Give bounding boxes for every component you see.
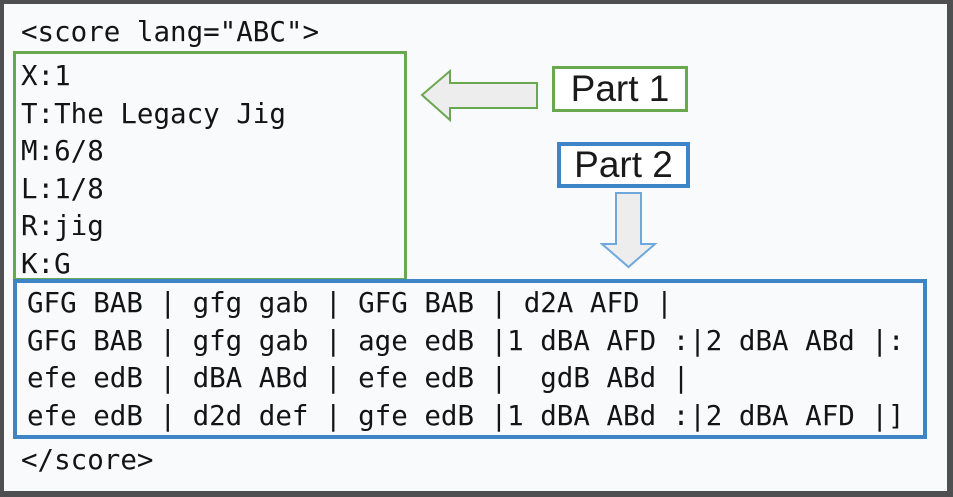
abc-header-line: T:The Legacy Jig	[21, 97, 286, 130]
score-close-tag: </score>	[21, 444, 154, 476]
part2-body-box	[13, 279, 927, 439]
abc-header-line: L:1/8	[21, 172, 104, 205]
abc-body-line: efe edB | d2d def | gfe edB |1 dBA ABd :…	[27, 399, 905, 432]
abc-body-block: GFG BAB | gfg gab | GFG BAB | d2A AFD | …	[27, 285, 905, 435]
part2-label: Part 2	[557, 142, 690, 188]
score-open-tag: <score lang="ABC">	[21, 16, 320, 48]
part1-label: Part 1	[552, 66, 688, 112]
abc-body-line: efe edB | dBA ABd | efe edB | gdB ABd |	[27, 362, 690, 394]
abc-header-line: X:1	[21, 60, 71, 92]
abc-header-block: X:1 T:The Legacy Jig M:6/8 L:1/8 R:jig K…	[21, 58, 286, 283]
abc-header-line: K:G	[21, 247, 71, 280]
abc-body-line: GFG BAB | gfg gab | GFG BAB | d2A AFD |	[27, 287, 673, 319]
left-arrow-icon	[420, 68, 538, 123]
down-arrow-icon	[600, 192, 658, 269]
abc-header-line: R:jig	[21, 210, 104, 242]
abc-body-line: GFG BAB | gfg gab | age edB |1 dBA AFD :…	[27, 324, 905, 357]
abc-header-line: M:6/8	[21, 135, 104, 167]
